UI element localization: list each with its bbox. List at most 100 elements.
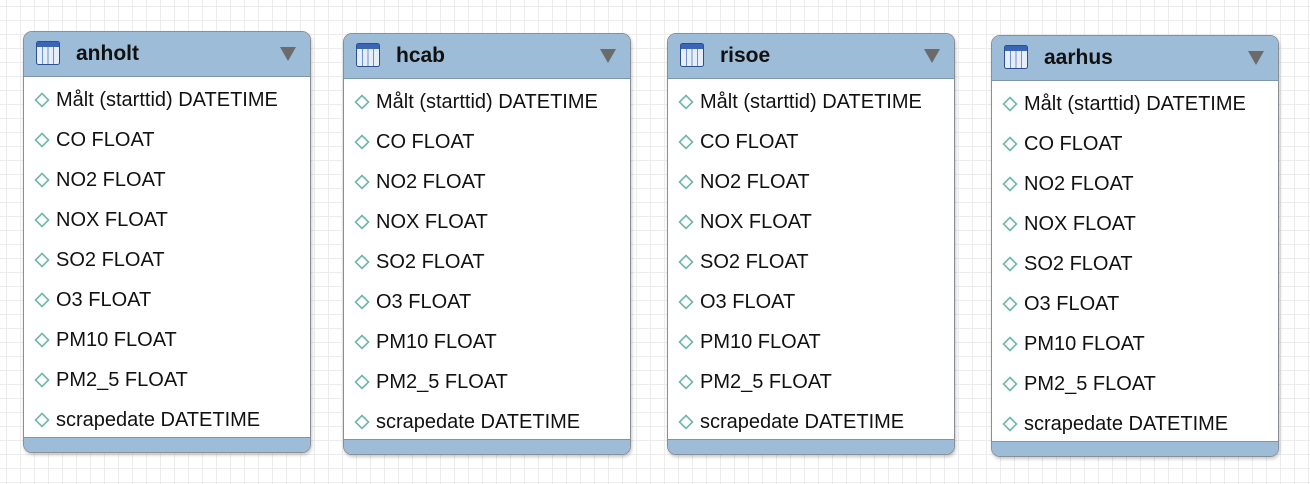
entity-aarhus[interactable]: aarhus Målt (starttid) DATETIME CO FLOAT… — [991, 35, 1279, 457]
column-list: Målt (starttid) DATETIME CO FLOAT NO2 FL… — [24, 77, 310, 440]
column-row[interactable]: NO2 FLOAT — [668, 162, 954, 202]
diamond-column-icon — [34, 212, 50, 228]
column-label: PM2_5 FLOAT — [700, 371, 832, 393]
column-label: Målt (starttid) DATETIME — [56, 89, 278, 111]
column-row[interactable]: scrapedate DATETIME — [344, 402, 630, 442]
column-row[interactable]: Målt (starttid) DATETIME — [24, 80, 310, 120]
column-row[interactable]: O3 FLOAT — [668, 282, 954, 322]
column-row[interactable]: O3 FLOAT — [24, 280, 310, 320]
column-row[interactable]: SO2 FLOAT — [992, 244, 1278, 284]
diamond-column-icon — [678, 94, 694, 110]
column-row[interactable]: Målt (starttid) DATETIME — [668, 82, 954, 122]
column-row[interactable]: CO FLOAT — [668, 122, 954, 162]
column-row[interactable]: O3 FLOAT — [344, 282, 630, 322]
entity-header[interactable]: anholt — [24, 32, 310, 77]
column-label: NOX FLOAT — [56, 209, 168, 231]
column-row[interactable]: scrapedate DATETIME — [24, 400, 310, 440]
column-row[interactable]: O3 FLOAT — [992, 284, 1278, 324]
triangle-down-icon[interactable] — [278, 45, 298, 63]
triangle-down-icon[interactable] — [1246, 49, 1266, 67]
diamond-column-icon — [1002, 96, 1018, 112]
diamond-column-icon — [354, 254, 370, 270]
diamond-column-icon — [354, 374, 370, 390]
column-label: PM2_5 FLOAT — [1024, 373, 1156, 395]
diamond-column-icon — [354, 134, 370, 150]
column-row[interactable]: PM2_5 FLOAT — [668, 362, 954, 402]
diamond-column-icon — [34, 92, 50, 108]
column-row[interactable]: NOX FLOAT — [668, 202, 954, 242]
column-label: PM10 FLOAT — [56, 329, 177, 351]
column-row[interactable]: PM10 FLOAT — [992, 324, 1278, 364]
column-label: SO2 FLOAT — [700, 251, 809, 273]
diamond-column-icon — [34, 292, 50, 308]
column-row[interactable]: scrapedate DATETIME — [668, 402, 954, 442]
column-row[interactable]: NO2 FLOAT — [24, 160, 310, 200]
column-row[interactable]: PM2_5 FLOAT — [992, 364, 1278, 404]
diamond-column-icon — [1002, 296, 1018, 312]
column-label: Målt (starttid) DATETIME — [376, 91, 598, 113]
column-label: CO FLOAT — [1024, 133, 1123, 155]
diamond-column-icon — [34, 332, 50, 348]
column-label: SO2 FLOAT — [56, 249, 165, 271]
column-label: scrapedate DATETIME — [700, 411, 905, 433]
column-row[interactable]: PM10 FLOAT — [344, 322, 630, 362]
column-row[interactable]: scrapedate DATETIME — [992, 404, 1278, 444]
column-label: PM2_5 FLOAT — [56, 369, 188, 391]
diamond-column-icon — [354, 214, 370, 230]
diamond-column-icon — [34, 172, 50, 188]
column-row[interactable]: SO2 FLOAT — [24, 240, 310, 280]
diamond-column-icon — [354, 174, 370, 190]
diamond-column-icon — [1002, 136, 1018, 152]
diamond-column-icon — [678, 134, 694, 150]
entity-risoe[interactable]: risoe Målt (starttid) DATETIME CO FLOAT … — [667, 33, 955, 455]
column-row[interactable]: Målt (starttid) DATETIME — [992, 84, 1278, 124]
column-row[interactable]: SO2 FLOAT — [668, 242, 954, 282]
column-label: PM10 FLOAT — [1024, 333, 1145, 355]
entity-footer — [992, 441, 1278, 456]
diamond-column-icon — [678, 334, 694, 350]
entity-anholt[interactable]: anholt Målt (starttid) DATETIME CO FLOAT… — [23, 31, 311, 453]
diamond-column-icon — [678, 254, 694, 270]
entity-header[interactable]: aarhus — [992, 36, 1278, 81]
column-row[interactable]: NO2 FLOAT — [992, 164, 1278, 204]
diamond-column-icon — [34, 252, 50, 268]
column-label: NO2 FLOAT — [700, 171, 810, 193]
diamond-column-icon — [1002, 376, 1018, 392]
entity-header[interactable]: risoe — [668, 34, 954, 79]
column-label: O3 FLOAT — [56, 289, 152, 311]
column-label: Målt (starttid) DATETIME — [1024, 93, 1246, 115]
column-label: NO2 FLOAT — [376, 171, 486, 193]
column-row[interactable]: PM2_5 FLOAT — [24, 360, 310, 400]
column-row[interactable]: Målt (starttid) DATETIME — [344, 82, 630, 122]
column-row[interactable]: SO2 FLOAT — [344, 242, 630, 282]
entity-title: hcab — [396, 44, 446, 67]
diamond-column-icon — [1002, 216, 1018, 232]
diamond-column-icon — [354, 414, 370, 430]
entity-footer — [668, 439, 954, 454]
entity-header[interactable]: hcab — [344, 34, 630, 79]
diamond-column-icon — [678, 414, 694, 430]
column-label: NOX FLOAT — [1024, 213, 1136, 235]
column-label: scrapedate DATETIME — [376, 411, 581, 433]
column-row[interactable]: NOX FLOAT — [344, 202, 630, 242]
column-row[interactable]: PM10 FLOAT — [668, 322, 954, 362]
column-row[interactable]: CO FLOAT — [344, 122, 630, 162]
table-icon — [680, 43, 704, 67]
column-row[interactable]: CO FLOAT — [24, 120, 310, 160]
diamond-column-icon — [354, 334, 370, 350]
diamond-column-icon — [34, 372, 50, 388]
column-label: O3 FLOAT — [1024, 293, 1120, 315]
column-row[interactable]: PM2_5 FLOAT — [344, 362, 630, 402]
column-label: NOX FLOAT — [700, 211, 812, 233]
triangle-down-icon[interactable] — [598, 47, 618, 65]
diamond-column-icon — [1002, 336, 1018, 352]
column-row[interactable]: NOX FLOAT — [992, 204, 1278, 244]
column-row[interactable]: NO2 FLOAT — [344, 162, 630, 202]
column-label: CO FLOAT — [700, 131, 799, 153]
triangle-down-icon[interactable] — [922, 47, 942, 65]
column-row[interactable]: PM10 FLOAT — [24, 320, 310, 360]
diamond-column-icon — [678, 374, 694, 390]
column-row[interactable]: CO FLOAT — [992, 124, 1278, 164]
entity-hcab[interactable]: hcab Målt (starttid) DATETIME CO FLOAT N… — [343, 33, 631, 455]
column-row[interactable]: NOX FLOAT — [24, 200, 310, 240]
